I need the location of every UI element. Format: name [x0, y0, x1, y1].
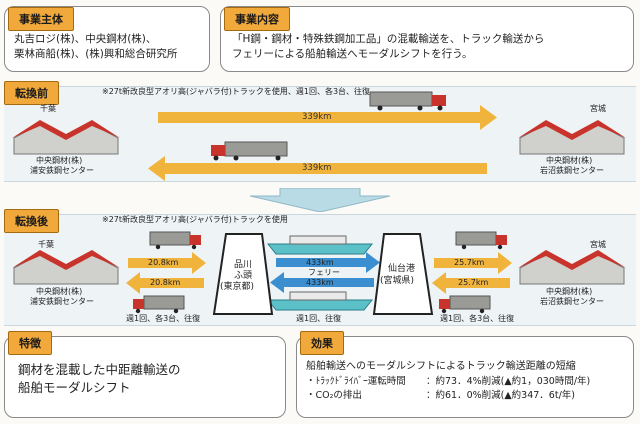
before-distance-back: 339km	[302, 163, 332, 173]
effect-row1-value: ：約73．4%削減(▲約1，030時間/年)	[426, 376, 591, 387]
port-outline-left	[212, 233, 274, 315]
port-left-line-3: (東京都)	[220, 282, 255, 292]
truck-icon-before-back	[211, 141, 288, 161]
truck-icon-after-right-top	[455, 231, 507, 250]
effect-box	[296, 336, 634, 418]
effect-row2-value: ：約61．0%削減(▲約347．6t/年)	[426, 390, 575, 401]
warehouse-icon-left-before	[12, 120, 120, 155]
right-arrow-back	[432, 272, 510, 294]
before-outbound-arrow	[158, 105, 497, 130]
feature-tag: 特徴	[8, 331, 52, 355]
business-content-line-2: フェリーによる船舶輸送へモーダルシフトを行う。	[232, 48, 473, 60]
port-right-line-2: (宮城県)	[380, 276, 415, 286]
before-tag: 転換前	[4, 81, 59, 105]
port-left-line-2: ふ頭	[234, 271, 253, 281]
port-outline-right	[372, 233, 434, 315]
ferry-dist-bottom: 433km	[306, 278, 334, 287]
truck-icon-after-left-bottom	[133, 295, 185, 314]
feature-line-1: 鋼材を混載した中距離輸送の	[18, 362, 181, 377]
before-left-facility-1: 中央鋼材(株)	[36, 156, 83, 165]
left-arrow-back	[126, 272, 204, 294]
effect-tag: 効果	[300, 331, 344, 355]
transition-arrow	[250, 188, 390, 212]
after-note: ※27t新改良型アオリ高(ジャバラ付)トラックを使用	[102, 215, 288, 224]
after-right-facility-1: 中央鋼材(株)	[546, 287, 593, 296]
truck-icon-after-right-bottom	[439, 295, 491, 314]
ferry-arrow-back	[270, 272, 374, 293]
after-left-dist-top: 20.8km	[148, 258, 179, 267]
before-right-facility-2: 岩沼鉄鋼センター	[540, 166, 604, 175]
effect-row1-label: ・ﾄﾗｯｸﾄﾞﾗｲﾊﾞｰ運転時間	[306, 376, 406, 387]
after-left-place: 千葉	[38, 240, 54, 249]
before-left-place: 千葉	[40, 104, 56, 113]
effect-headline: 船舶輸送へのモーダルシフトによるトラック輸送距離の短縮	[306, 361, 576, 372]
before-right-facility-1: 中央鋼材(株)	[546, 156, 593, 165]
port-left-line-1: 品川	[234, 260, 253, 270]
left-arrow-out	[128, 252, 206, 274]
ferry-icon-top	[266, 235, 374, 255]
warehouse-icon-right-before	[518, 120, 626, 155]
business-content-tag: 事業内容	[224, 7, 290, 31]
after-center-freq: 週1回、往復	[296, 314, 342, 323]
after-right-facility-2: 岩沼鉄鋼センター	[540, 297, 604, 306]
business-entity-line-2: 栗林商船(株)、(株)興和総合研究所	[14, 48, 178, 60]
warehouse-icon-right-after	[518, 250, 626, 285]
before-left-facility-2: 浦安鉄鋼センター	[30, 166, 94, 175]
truck-icon-after-left-top	[149, 231, 201, 250]
after-right-place: 宮城	[590, 240, 606, 249]
after-right-dist-bottom: 25.7km	[458, 278, 489, 287]
business-content-line-1: 「H鋼・鋼材・特殊鉄鋼加工品」の混載輸送を、トラック輸送から	[232, 33, 545, 45]
right-arrow-out	[434, 252, 512, 274]
after-left-facility-1: 中央鋼材(株)	[36, 287, 83, 296]
before-right-place: 宮城	[590, 104, 606, 113]
business-entity-tag: 事業主体	[8, 7, 74, 31]
after-left-dist-bottom: 20.8km	[150, 278, 181, 287]
effect-row2-label: ・CO₂の排出	[306, 390, 362, 401]
warehouse-icon-left-after	[12, 250, 120, 285]
after-right-freq: 週1回、各3台、往復	[440, 314, 515, 323]
ferry-arrow-out	[276, 252, 380, 273]
ferry-icon-bottom	[266, 291, 374, 311]
before-note: ※27t新改良型アオリ高(ジャバラ付)トラックを使用、週1回、各3台、往復	[102, 87, 371, 96]
before-distance-out: 339km	[302, 112, 332, 122]
ferry-dist-top: 433km	[306, 258, 334, 267]
business-entity-line-1: 丸吉ロジ(株)、中央鋼材(株)、	[14, 33, 157, 45]
after-tag: 転換後	[4, 209, 59, 233]
after-right-dist-top: 25.7km	[454, 258, 485, 267]
feature-line-2: 船舶モーダルシフト	[18, 380, 131, 395]
ferry-label: フェリー	[308, 268, 340, 277]
truck-icon-before-out	[369, 91, 446, 111]
before-return-arrow	[148, 156, 487, 181]
port-right-line-1: 仙台港	[388, 264, 416, 274]
after-left-facility-2: 浦安鉄鋼センター	[30, 297, 94, 306]
after-left-freq: 週1回、各3台、往復	[126, 314, 201, 323]
